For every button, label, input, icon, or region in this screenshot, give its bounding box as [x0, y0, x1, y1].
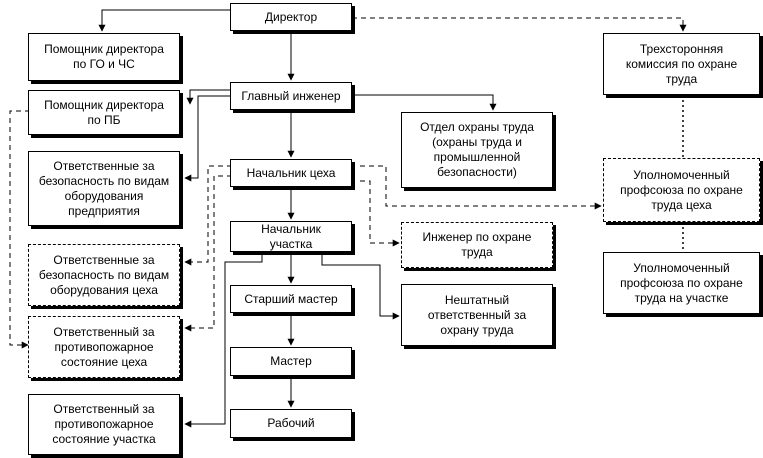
edge-director-commission [352, 17, 687, 32]
box-union-shop: Уполномоченный профсоюза по охране труда… [603, 158, 760, 222]
edge-director-assistant-go [98, 9, 230, 32]
box-director: Директор [230, 3, 352, 31]
edge-shop-union-shop [360, 180, 400, 247]
edge-pb-fire-shop [9, 110, 30, 349]
box-resp-shop: Ответственные за безопасность по видам о… [28, 244, 180, 306]
box-labor-dept: Отдел охраны труда (охраны труда и промы… [401, 112, 553, 188]
box-shop-chief: Начальник цеха [230, 159, 352, 187]
edge-section-fire-section [184, 252, 263, 428]
box-worker: Рабочий [230, 409, 352, 438]
box-labor-engineer: Инженер по охране труда [401, 222, 553, 268]
box-resp-enterprise: Ответственные за безопасность по видам о… [28, 151, 180, 226]
edge-section-nonstaff [321, 252, 400, 320]
edge-chief-resp-enterprise [184, 95, 232, 182]
box-chief-engineer: Главный инженер [230, 82, 352, 110]
edge-chief-assistant-pb [186, 89, 232, 105]
edge-shop-labor-engineer [360, 165, 602, 210]
edge-shop-fire-shop [184, 175, 232, 332]
box-section-chief: Начальник участка [230, 221, 352, 252]
box-senior-master: Старший мастер [230, 285, 352, 313]
box-commission: Трехсторонняя комиссия по охране труда [603, 33, 760, 95]
box-union-section: Уполномоченный профсоюза по охране труда… [603, 252, 760, 314]
box-master: Мастер [230, 347, 352, 376]
edge-shop-resp-shop [184, 165, 232, 266]
box-fire-shop: Ответственный за противопожарное состоян… [28, 316, 180, 378]
box-fire-section: Ответственный за противопожарное состоян… [28, 394, 180, 455]
box-assistant-go: Помощник директора по ГО и ЧС [28, 33, 180, 81]
box-assistant-pb: Помощник директора по ПБ [28, 90, 180, 135]
edge-chief-labor-dept [352, 94, 497, 111]
box-nonstaff: Нештатный ответственный за охрану труда [401, 284, 553, 346]
